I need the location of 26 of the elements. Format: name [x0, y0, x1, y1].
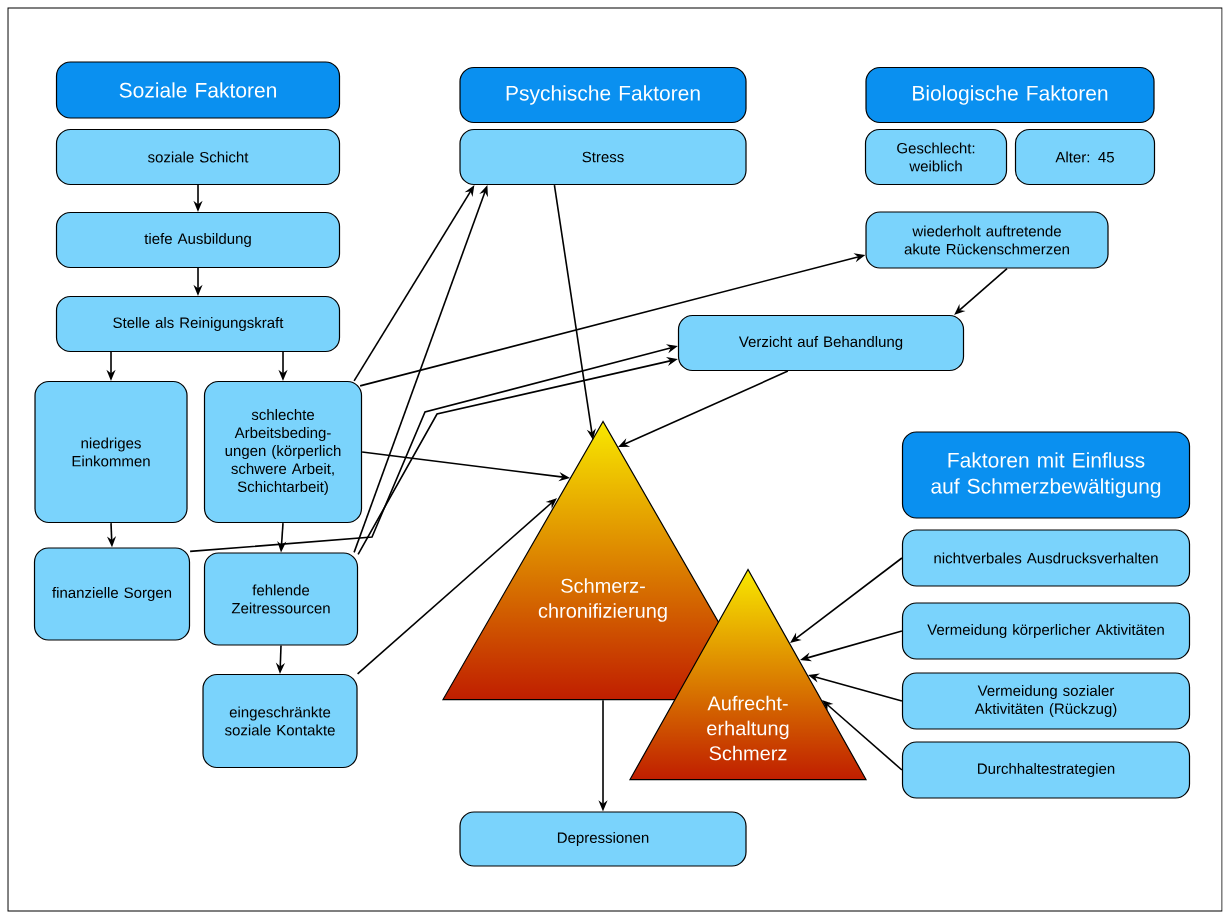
factor-box: Vermeidung sozialer Aktivitäten (Rückzug)	[901, 672, 1191, 730]
factor-box: Durchhaltestrategien	[901, 741, 1191, 799]
factor-box: nichtverbales Ausdrucksverhalten	[901, 529, 1191, 587]
factor-box: niedriges Einkommen	[34, 380, 188, 524]
heading-box: Faktoren mit Einfluss auf Schmerzbewältigung	[901, 431, 1191, 519]
factor-box: finanzielle Sorgen	[33, 547, 191, 641]
factor-box: Stelle als Reinigungskraft	[55, 295, 341, 353]
arrow	[954, 267, 1008, 315]
factor-box: wiederholt auftretende akute Rückenschmerzen	[865, 211, 1109, 269]
factor-box: tiefe Ausbildung	[55, 211, 341, 269]
factor-box: Verzicht auf Behandlung	[677, 314, 965, 372]
factor-box: Depressionen	[459, 811, 747, 867]
factor-box: schlechte Arbeitsbeding- ungen (körperlich schwere Arbeit, Schichtarbeit)	[203, 380, 363, 524]
arrow	[790, 557, 903, 643]
factor-box: Geschlecht: weiblich	[864, 128, 1008, 186]
heading-box: Biologische Faktoren	[865, 66, 1155, 124]
factor-box: Stress	[459, 128, 747, 186]
factor-box: soziale Schicht	[55, 128, 341, 186]
factor-box: eingeschränkte soziale Kontakte	[202, 673, 358, 769]
heading-box: Soziale Faktoren	[55, 61, 341, 119]
heading-box: Psychische Faktoren	[459, 66, 747, 124]
arrow	[822, 700, 903, 771]
factor-box: Vermeidung körperlicher Aktivitäten	[901, 602, 1191, 660]
arrow	[356, 498, 557, 675]
factor-box: fehlende Zeitressourcen	[203, 552, 359, 646]
factor-box: Alter: 45	[1014, 128, 1156, 186]
